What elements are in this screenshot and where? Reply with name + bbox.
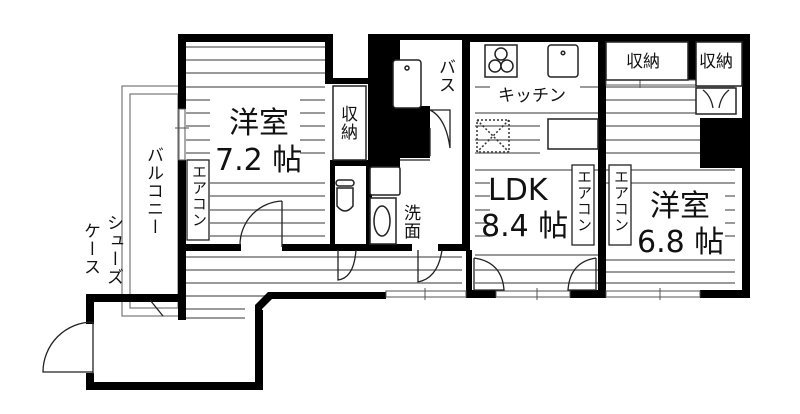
bath-label: バス (435, 58, 455, 94)
aircon-label-western-1: エアコン (190, 164, 208, 228)
closet-top-1-label: 収納 (626, 52, 660, 72)
kitchen-label: キッチン (498, 86, 566, 106)
room-western-2-size: 6.8 帖 (637, 225, 725, 260)
room-western-1-name: 洋室 (229, 106, 289, 141)
closet-left-label: 収納 (337, 105, 357, 141)
fixtures (332, 41, 743, 245)
walls (86, 34, 750, 390)
shoe-case-label-1: シューズ (103, 214, 123, 286)
balcony-label: バルコニー (143, 146, 163, 236)
aircon-label-western-2: エアコン (612, 169, 630, 233)
doors (42, 89, 730, 374)
room-western-1-size: 7.2 帖 (215, 143, 303, 178)
washroom-label: 洗面 (400, 204, 420, 240)
shoe-case-label-2: ケース (80, 222, 100, 276)
closet-top-2-label: 収納 (699, 52, 733, 72)
room-western-2-name: 洋室 (650, 189, 710, 224)
floor-lines (186, 46, 735, 319)
aircon-boxes (186, 159, 632, 246)
room-ldk-size: 8.4 帖 (481, 209, 569, 244)
fridge-space (476, 119, 510, 153)
aircon-label-ldk: エアコン (575, 169, 593, 233)
room-ldk-name: LDK (488, 173, 548, 208)
